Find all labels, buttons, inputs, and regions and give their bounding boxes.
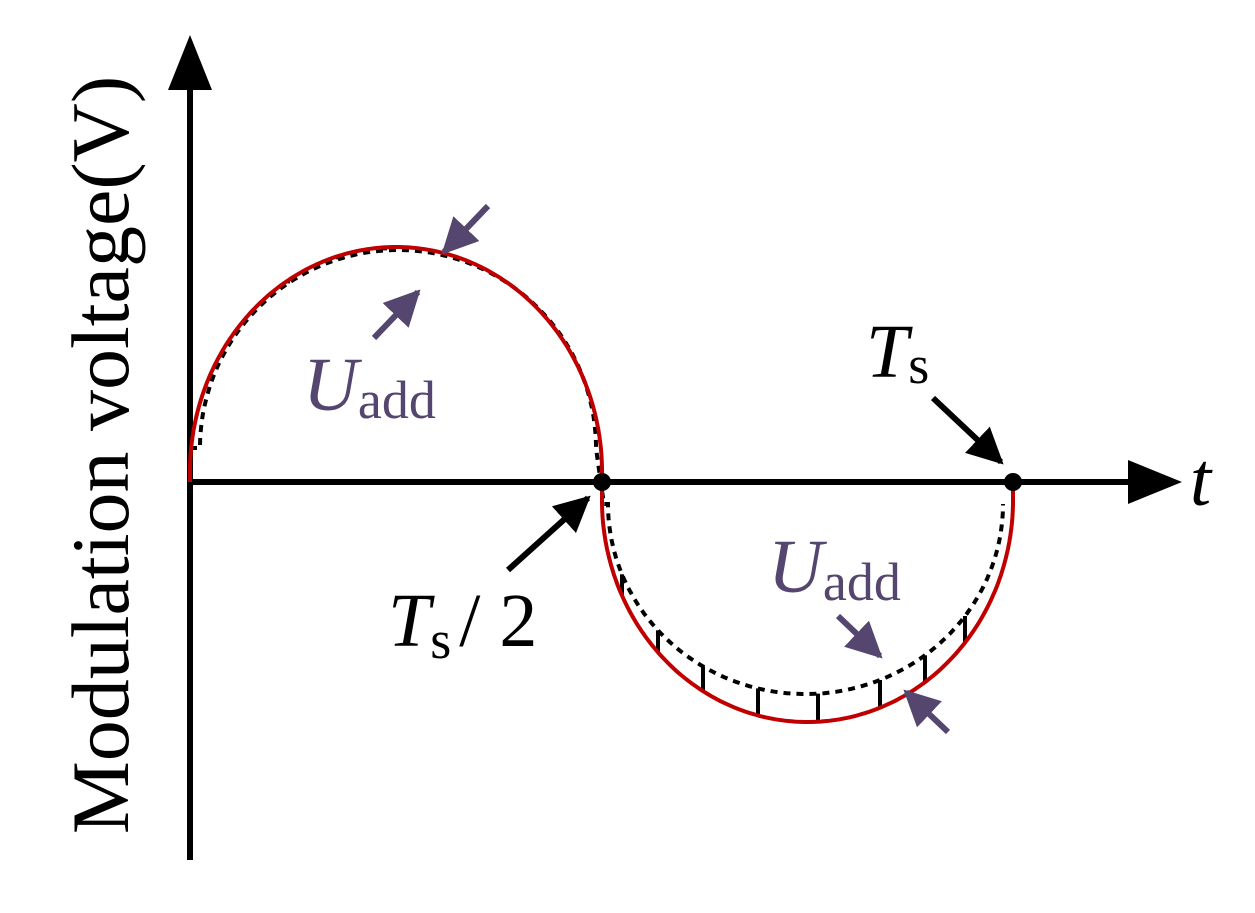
uadd-lower-outer-arrow: [903, 689, 951, 735]
ts-pointer-arrow: [930, 395, 1004, 465]
half-period-point: [593, 473, 611, 491]
period-point: [1004, 473, 1022, 491]
uadd-upper-label: Uadd: [303, 343, 436, 430]
half-period-label: Ts/ 2: [388, 579, 537, 670]
x-axis-label: t: [1190, 438, 1213, 522]
ts-label: Ts: [866, 310, 929, 395]
y-axis-label: Modulation voltage(V): [55, 76, 146, 834]
x-axis-arrowhead: [1128, 460, 1182, 504]
y-axis-arrowhead: [168, 35, 212, 90]
uadd-upper-outer-arrow: [441, 203, 491, 255]
uadd-upper-inner-arrow: [371, 289, 421, 341]
uadd-lower-inner-arrow: [835, 613, 883, 659]
inner-dashed-curve: [190, 248, 1005, 696]
uadd-lower-label: Uadd: [768, 525, 901, 612]
half-period-pointer-arrow: [505, 495, 591, 573]
